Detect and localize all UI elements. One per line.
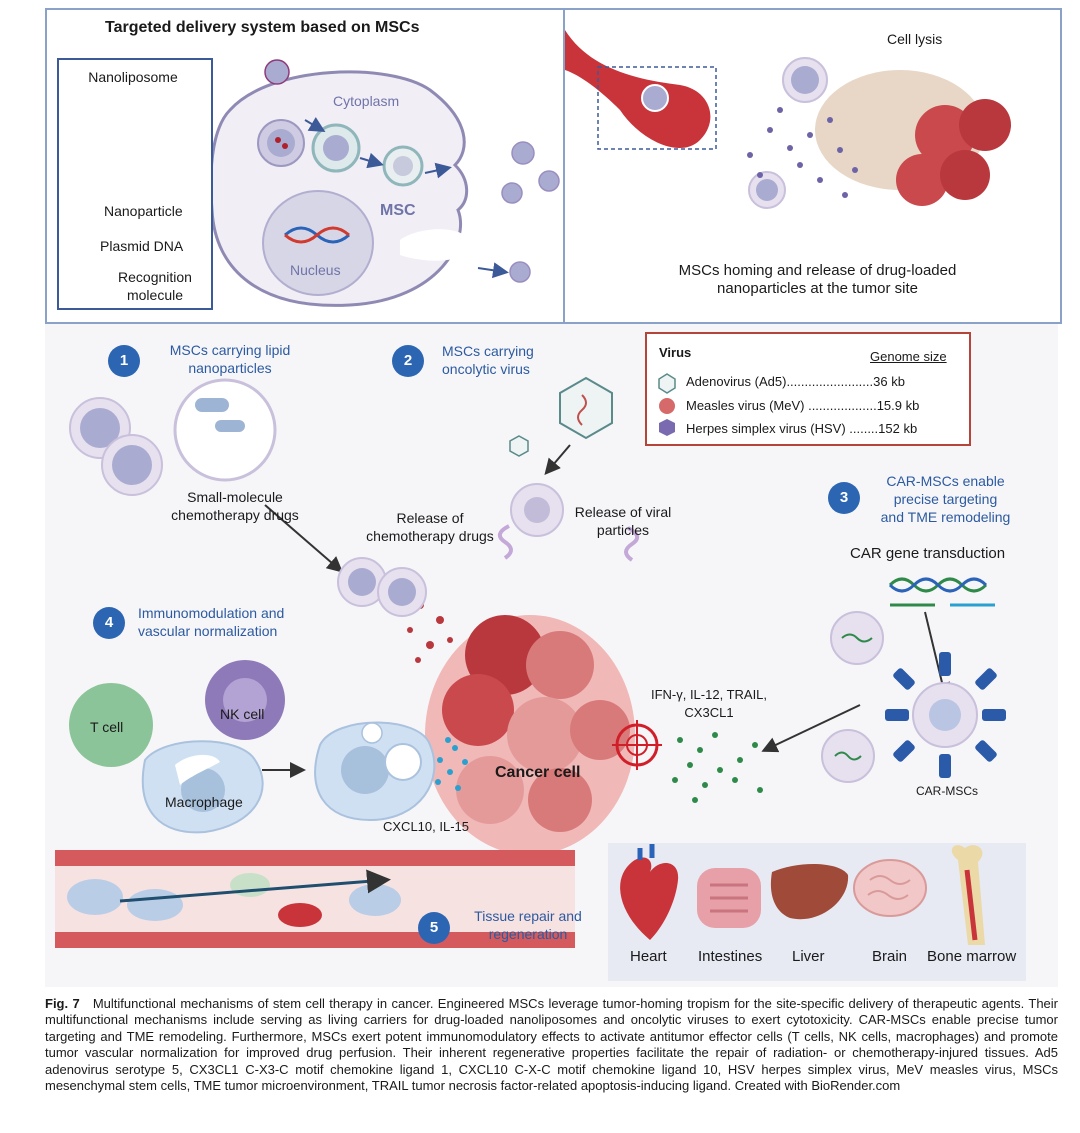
liver-icon [770,864,849,920]
virus-carrying-msc [510,483,564,537]
nucleus-label: Nucleus [290,262,341,278]
macrophage-label: Macrophage [165,794,243,810]
msc-pair-center [337,557,427,617]
macrophage [141,740,264,834]
nk-cell-label: NK cell [220,706,265,722]
virus-row-measles: Measles virus (MeV) ...................1… [686,398,920,413]
small-molecule-line2: chemotherapy drugs [171,507,299,523]
organ-bone-marrow-label: Bone marrow [927,948,1017,965]
organ-brain-label: Brain [872,948,908,965]
release-chemo-label: Release of chemotherapy drugs [355,509,505,545]
tumor-cluster-top [747,57,1011,209]
cancer-cell-cluster [425,615,635,855]
top-panel-title: Targeted delivery system based on MSCs [105,19,420,36]
adenovirus-icon [658,373,676,394]
release-viral-line2: particles [596,522,650,538]
organ-liver-label: Liver [792,948,825,965]
section-1-title: MSCs carrying lipid nanoparticles [145,341,315,377]
activated-macrophage [314,721,436,822]
legend-recognition-line2: molecule [126,287,184,303]
section-1-badge: 1 [108,345,140,377]
caption-text: Multifunctional mechanisms of stem cell … [45,996,1058,1094]
msc-label: MSC [380,202,416,219]
virus-row-adenovirus: Adenovirus (Ad5)........................… [686,374,905,389]
homing-caption: MSCs homing and release of drug-loaded n… [600,262,1035,298]
car-msc-small-cells [821,611,884,783]
release-chemo-line1: Release of [396,510,464,526]
cancer-cell-label: Cancer cell [495,764,581,781]
virus-table-heading: Virus [659,345,692,360]
cytoplasm-label: Cytoplasm [333,93,400,109]
legend-recognition-label: Recognition molecule [105,268,205,304]
top-panel-divider [563,8,565,322]
target-reticle-icon [612,720,662,770]
figure-label: Fig. 7 [45,996,80,1011]
brain-icon [853,859,927,917]
organ-intestines-label: Intestines [698,948,763,965]
legend-recognition-line1: Recognition [118,269,192,285]
section-4-title: Immunomodulation and vascular normalizat… [138,604,284,640]
cell-lysis-label: Cell lysis [887,31,943,47]
intestines-icon [697,868,761,928]
car-gene-label: CAR gene transduction [850,545,1006,562]
virus-row-hsv: Herpes simplex virus (HSV) ........152 k… [686,421,918,436]
organ-heart-label: Heart [630,948,667,965]
legend-box [57,58,213,310]
car-mscs-label: CAR-MSCs [916,784,978,798]
release-chemo-line2: chemotherapy drugs [366,528,494,544]
section-2-line2: oncolytic virus [442,361,530,377]
section-3-line2: precise targeting [893,491,998,507]
section-5-line2: regeneration [488,926,568,942]
section-3-title: CAR-MSCs enable precise targeting and TM… [858,472,1033,526]
section-2-title: MSCs carrying oncolytic virus [442,342,534,378]
section-3-badge: 3 [828,482,860,514]
section-5-badge: 5 [418,912,450,944]
section-3-line1: CAR-MSCs enable [886,473,1005,489]
oncolytic-virus-icon [509,376,613,457]
heart-icon [620,844,679,940]
section-3-line3: and TME remodeling [880,509,1011,525]
t-cell-label: T cell [90,719,124,735]
car-gene-dna-icon [888,577,995,607]
msc-cell [209,59,560,307]
section-4-badge: 4 [93,607,125,639]
genome-size-heading: Genome size [870,349,947,364]
lipid-loaded-mscs [69,378,277,496]
section-1-line1: MSCs carrying lipid [169,342,291,358]
legend-plasmid-label: Plasmid DNA [100,238,184,254]
release-viral-label: Release of viral particles [563,503,683,539]
homing-line1: MSCs homing and release of drug-loaded [678,262,957,279]
section-1-line2: nanoparticles [188,360,272,376]
section-5-title: Tissue repair and regeneration [458,907,598,943]
homing-line2: nanoparticles at the tumor site [717,280,918,297]
section-4-line2: vascular normalization [138,623,278,639]
measles-virus-icon [659,398,675,414]
section-2-badge: 2 [392,345,424,377]
cytokines-line1: IFN-γ, IL-12, TRAIL, [650,687,768,702]
section-2-line1: MSCs carrying [442,343,534,359]
virus-table-box [645,332,971,446]
blood-vessel [565,30,717,150]
t-cell [69,683,153,767]
hsv-icon [659,419,675,436]
small-molecule-line1: Small-molecule [187,489,283,505]
release-viral-line1: Release of viral [574,504,672,520]
cytokines-line2: CX3CL1 [684,705,734,720]
section-4-line1: Immunomodulation and [138,605,285,621]
figure-caption: Fig. 7 Multifunctional mechanisms of ste… [45,996,1058,1094]
car-msc-cell [885,652,1006,778]
cxcl-label: CXCL10, IL-15 [383,819,469,834]
small-molecule-label: Small-molecule chemotherapy drugs [155,488,315,524]
legend-nanoparticle-label: Nanoparticle [104,203,183,219]
bone-marrow-icon [951,845,985,945]
section-5-line1: Tissue repair and [474,908,582,924]
cytokines-label: IFN-γ, IL-12, TRAIL, CX3CL1 [638,686,780,722]
legend-heading: Nanoliposome [88,69,178,85]
vessel-section [55,850,575,948]
